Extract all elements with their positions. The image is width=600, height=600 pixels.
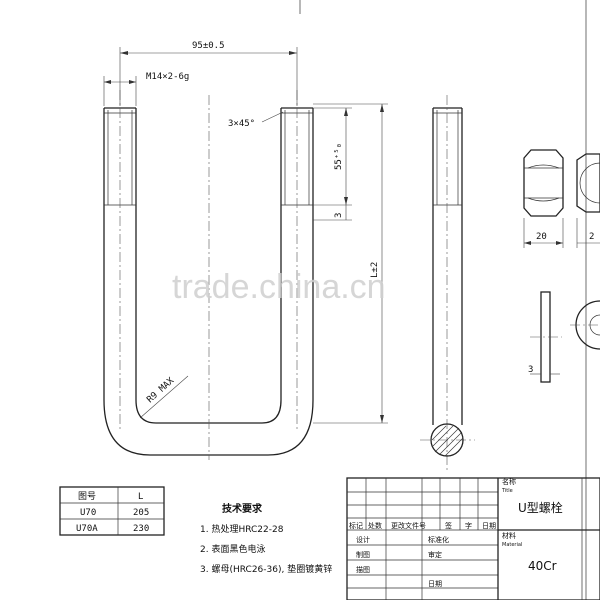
material-label: 材料: [502, 531, 516, 540]
row-label-drafting: 制图: [356, 550, 370, 559]
title-name-label-en: Title: [501, 488, 513, 494]
requirements-title: 技术要求: [222, 502, 263, 515]
rev-header: 更改文件号: [391, 521, 426, 530]
dimension-lines: [103, 47, 388, 424]
requirement-item: 2. 表面黑色电泳: [200, 543, 265, 555]
width-dim-label: 95±0.5: [192, 41, 225, 51]
nut-width-dim-label: 20: [536, 232, 547, 242]
chamfer-dim-label: 3×45°: [228, 119, 255, 129]
material-value: 40Cr: [528, 559, 557, 573]
rev-header: 日期: [482, 522, 496, 530]
nut-side-view: [523, 149, 564, 248]
rev-header: 字: [465, 521, 472, 530]
table-header-length: L: [138, 492, 143, 502]
leg-length-dim-label: L±2: [370, 262, 380, 278]
u-bolt-front-view: [103, 90, 314, 460]
washer-thickness-label: 3: [528, 365, 533, 375]
title-block: [346, 477, 600, 600]
gap-dim-label: 3: [334, 213, 344, 218]
date-label: 日期: [428, 580, 442, 588]
material-label-en: Material: [502, 542, 522, 548]
washer-top-view: [570, 300, 600, 350]
table-cell: 205: [133, 508, 149, 518]
watermark: trade.china.cn: [172, 268, 386, 306]
rev-header: 标记: [349, 521, 363, 530]
rev-header: 处数: [368, 521, 382, 530]
table-cell: 230: [133, 524, 149, 534]
row-label-design: 设计: [356, 535, 370, 544]
review-label: 审定: [428, 550, 442, 559]
sheet-frame: [299, 0, 587, 600]
thread-length-dim-label: 55⁺⁵₀: [334, 143, 344, 170]
thread-dim-label: M14×2-6g: [146, 72, 189, 82]
table-header-drawing-no: 图号: [78, 491, 96, 502]
washer-side-view: [530, 291, 562, 383]
nut-width-cut-label: 2: [589, 232, 594, 242]
part-name: U型螺栓: [518, 500, 563, 515]
section-hatch: [431, 425, 464, 457]
rev-header: 签: [445, 521, 452, 530]
row-label-tracing: 描图: [356, 565, 370, 574]
table-cell: U70A: [76, 524, 98, 534]
part-table: [59, 486, 165, 536]
u-bolt-side-view: [420, 95, 475, 470]
table-cell: U70: [80, 508, 96, 518]
standardization-label: 标准化: [428, 535, 449, 544]
requirement-item: 1. 热处理HRC22-28: [200, 523, 284, 535]
title-name-label: 名称: [502, 477, 516, 486]
requirement-item: 3. 螺母(HRC26-36), 垫圈镀黄锌: [200, 563, 332, 575]
nut-top-view: [576, 153, 600, 248]
